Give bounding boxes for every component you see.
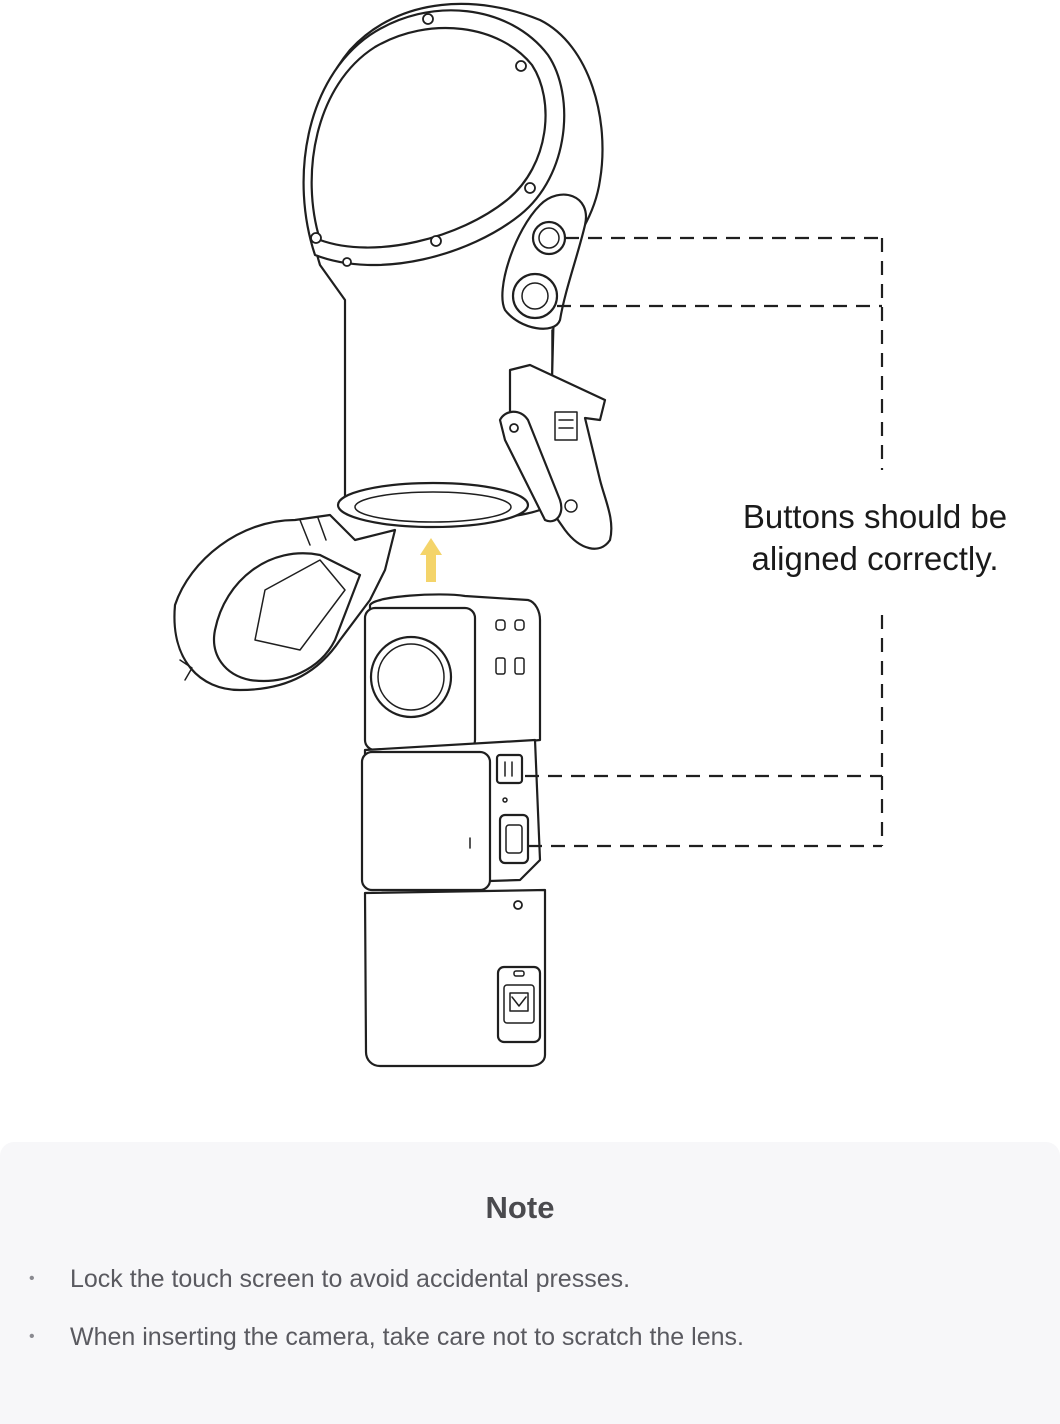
note-title: Note [485, 1190, 555, 1225]
note-panel: Note • Lock the touch screen to avoid ac… [0, 1142, 1060, 1424]
bullet-icon: • [29, 1328, 35, 1345]
front-door [173, 513, 397, 692]
callout-line-2: aligned correctly. [751, 540, 999, 577]
insert-arrow [420, 538, 442, 582]
note-item-text: When inserting the camera, take care not… [70, 1323, 744, 1351]
bullet-icon: • [29, 1270, 35, 1287]
housing-opening [336, 481, 530, 529]
camera-dive-case-illustration [173, 2, 884, 1068]
callout-line-1: Buttons should be [742, 498, 1008, 535]
note-item-text: Lock the touch screen to avoid accidenta… [70, 1265, 631, 1293]
list-item: • Lock the touch screen to avoid acciden… [0, 1264, 744, 1322]
housing-buttons [501, 193, 588, 330]
rear-latch [498, 363, 613, 550]
dive-case-housing [302, 2, 604, 522]
alignment-guide-lines [525, 236, 884, 848]
camera [360, 593, 547, 1068]
alignment-callout: Buttons should be aligned correctly. [690, 496, 1060, 580]
list-item: • When inserting the camera, take care n… [0, 1322, 744, 1380]
note-list: • Lock the touch screen to avoid acciden… [0, 1264, 744, 1380]
